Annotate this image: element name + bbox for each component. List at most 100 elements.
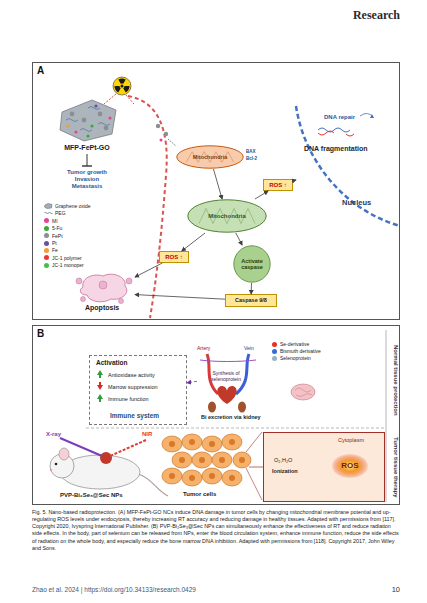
tumor-cell-cluster-part xyxy=(189,475,195,481)
legend-entry: Graphene oxide xyxy=(44,203,91,209)
dna-strand xyxy=(318,113,374,136)
graphene-symbol xyxy=(45,204,53,209)
legend-swatch xyxy=(44,241,49,246)
nanocomposite-cluster-part xyxy=(98,112,103,117)
node-text: O₂,H₂O xyxy=(274,457,292,463)
legend-text: Graphene oxide xyxy=(55,203,91,209)
legend-swatch xyxy=(44,263,49,268)
internalized-nanoparticles-part xyxy=(160,139,163,142)
outcome-box: Tumor growth Invasion Metastasis xyxy=(59,166,115,193)
dna-strand-part xyxy=(318,131,334,135)
ros-box: ROS ↑ xyxy=(263,179,293,191)
nir-beam xyxy=(110,440,146,456)
legend-entry: Fe xyxy=(44,247,58,253)
legend-text: Se-derivative xyxy=(280,341,309,347)
node-text: Immune function xyxy=(108,396,149,402)
nanocomposite-cluster-part xyxy=(60,100,116,141)
xray-beam xyxy=(60,438,102,456)
trend-arrows-part xyxy=(97,394,103,402)
radiation-symbol-part xyxy=(118,78,126,83)
zoom-lines-part xyxy=(246,432,262,500)
page-number: 10 xyxy=(370,585,400,594)
nanocomposite-cluster-part xyxy=(74,130,77,133)
legend-swatch xyxy=(44,248,49,253)
legend-entry: Bismuth derivative xyxy=(272,348,321,354)
node-text: Activate caspase xyxy=(233,258,271,271)
tumor-cell-cluster-part xyxy=(222,434,242,450)
legend-entry: Se-derivative xyxy=(272,341,309,347)
excretion-label: Bi excretion via kidney xyxy=(201,414,261,421)
legend-text: Bismuth derivative xyxy=(280,348,321,354)
tumor-cell-cluster-part xyxy=(169,473,175,479)
legend-entry: MI xyxy=(44,218,58,224)
section-label: Tumor tissue therapy xyxy=(388,432,399,502)
legend-text: FePt xyxy=(52,233,63,239)
tumor-cell-cluster-part xyxy=(189,439,195,445)
node-text: Cytoplasm xyxy=(338,437,364,443)
legend-entry: JC-1 polymer xyxy=(44,255,82,261)
nanocomposite-cluster-part xyxy=(70,112,75,117)
caspase-outline xyxy=(234,246,270,282)
radiation-symbol xyxy=(113,77,131,95)
legend-entry: JC-1 monoper xyxy=(44,262,84,268)
legend-swatch xyxy=(44,218,49,223)
heart xyxy=(217,386,236,404)
immune-box: ActivationAntioxidase activityMarrow sup… xyxy=(89,355,187,425)
apoptotic-bleb xyxy=(119,299,124,304)
node-text: ROS ↑ xyxy=(165,254,183,261)
vessel-label: Artery xyxy=(197,345,210,351)
legend-swatch xyxy=(272,356,277,361)
node-text: MFP-FePt-GO xyxy=(64,144,110,152)
connector xyxy=(135,295,225,300)
dna-strand-part xyxy=(318,128,350,132)
caspase-circle: Activate caspase xyxy=(233,245,271,283)
panel-frame: AMFP-FePt-GOTumor growth Invasion Metast… xyxy=(32,62,400,320)
nir-beam-part xyxy=(110,440,146,456)
node-text: ROS ↑ xyxy=(269,182,287,189)
nuclear-envelope-part xyxy=(296,106,400,226)
tumor-cell-cluster-part xyxy=(229,439,235,445)
protein-tag: Bcl-2 xyxy=(246,156,257,161)
node-text: Marrow suppression xyxy=(108,384,158,390)
figure-caption: Fig. 5. Nano-based radioprotection. (A) … xyxy=(32,509,400,552)
tumor-cell-cluster-part xyxy=(172,452,192,468)
node-text: Synthesis of selenoprotein xyxy=(197,371,255,383)
legend-entry: PEG xyxy=(44,210,66,216)
tumor-cell-cluster-part xyxy=(229,475,235,481)
cell-membrane-part xyxy=(128,96,167,318)
panel-separator-part xyxy=(386,330,387,502)
connector xyxy=(255,191,268,199)
tumor-cell-cluster-part xyxy=(209,441,215,447)
journal-header: Research xyxy=(300,8,400,22)
tumor-cell-cluster-part xyxy=(162,468,182,484)
ros-glow-fill xyxy=(332,454,368,478)
nuclear-envelope xyxy=(296,106,400,226)
kidneys-part xyxy=(208,402,216,413)
legend-text: Fe xyxy=(52,247,58,253)
legend-text: Selenoprotein xyxy=(280,355,311,361)
brain xyxy=(291,384,315,400)
internalized-nanoparticles-part xyxy=(156,124,160,128)
xray-beam-part xyxy=(60,438,102,456)
node-text: Apoptosis xyxy=(85,304,119,312)
node-text: Ionization xyxy=(272,468,298,474)
tumor-cell-cluster-part xyxy=(233,452,251,468)
legend-symbol xyxy=(44,203,53,209)
connector xyxy=(251,283,252,294)
node-text: Tumor growth Invasion Metastasis xyxy=(59,169,115,190)
mitochondria-ellipse: Mitochondria xyxy=(187,199,267,233)
tumor-cell-cluster-part xyxy=(182,434,202,450)
connector xyxy=(213,169,222,199)
radiation-symbol-part xyxy=(121,85,124,88)
radiation-beam-part xyxy=(104,94,116,104)
legend-swatch xyxy=(44,226,49,231)
cristae xyxy=(199,209,255,224)
mitochondria-outline xyxy=(177,146,243,168)
process-label: DNA repair xyxy=(324,114,355,121)
legend-text: Pt xyxy=(52,240,57,246)
node-text: Tumor cells xyxy=(183,491,216,498)
node-text: Caspase 9/8 xyxy=(235,297,267,303)
heart-part xyxy=(217,386,236,404)
legend-entry: Pt xyxy=(44,240,57,246)
